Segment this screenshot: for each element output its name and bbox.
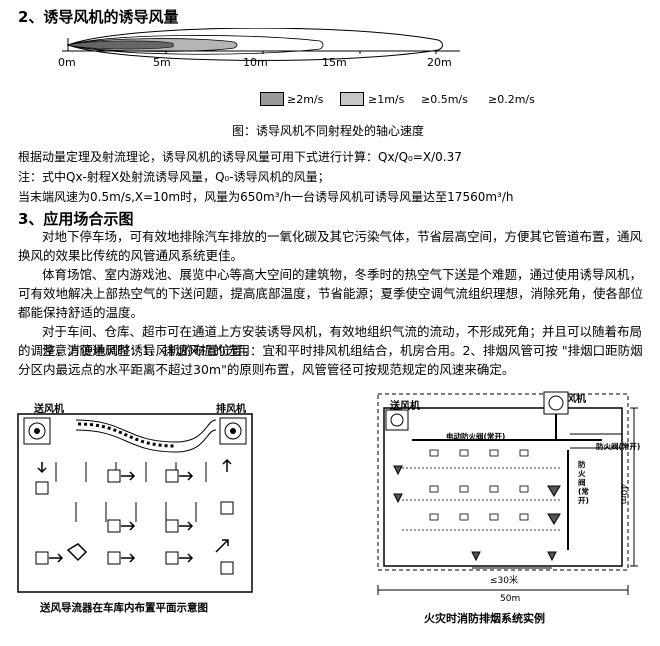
- right-exhaust-label: 排风机: [556, 394, 586, 405]
- legend-swatch-1: [340, 92, 364, 106]
- smoke-exhaust-diagram: [377, 391, 638, 595]
- legend-label-2: ≥2m/s: [287, 93, 324, 106]
- left-supply-label: 送风机: [34, 404, 64, 415]
- axis-tick-15: 15m: [322, 56, 347, 69]
- paragraph-parking: 对地下停车场，可有效地排除汽车排放的一氧化碳及其它污染气体，节省层高空间，方便其…: [18, 229, 643, 263]
- dim-width: 50m: [500, 594, 521, 604]
- dim-spacing: ≤30米: [490, 576, 518, 586]
- paragraph-fire: 注意消防通风时：1、排烟风机的选用：宜和平时排风机组结合，机房合用。2、排烟风管…: [18, 343, 643, 377]
- left-exhaust-label: 排风机: [216, 404, 246, 415]
- legend-label-02: ≥0.2m/s: [488, 93, 535, 106]
- axis-tick-5: 5m: [153, 56, 171, 69]
- axis-tick-20: 20m: [427, 56, 452, 69]
- legend-label-05: ≥0.5m/s: [421, 93, 468, 106]
- legend-swatch-2: [260, 92, 284, 106]
- formula-line: 根据动量定理及射流理论，诱导风机的诱导风量可用下式进行计算：Qx/Q₀=X/0.…: [18, 150, 462, 164]
- airflow-result: 当末端风速为0.5m/s,X=10m时，风量为650m³/h一台诱导风机可诱导风…: [18, 190, 514, 204]
- axis-tick-0: 0m: [58, 56, 76, 69]
- paragraph-stadium: 体育场馆、室内游戏池、展览中心等高大空间的建筑物，冬季时的热空气下送是个难题，通…: [18, 267, 644, 320]
- figure-caption: 图：诱导风机不同射程处的轴心速度: [232, 124, 425, 138]
- right-diagram-caption: 火灾时消防排烟系统实例: [424, 612, 545, 625]
- formula-note: 注：式中Qx-射程X处射流诱导风量，Q₀-诱导风机的风量；: [18, 170, 330, 184]
- electric-damper-label: 电动防火阀(常开): [446, 432, 506, 441]
- legend-label-1: ≥1m/s: [368, 93, 405, 106]
- garage-layout-diagram: [17, 413, 253, 593]
- dim-height: 40m: [618, 484, 628, 505]
- jet-velocity-figure: [62, 28, 460, 61]
- axis-tick-10: 10m: [243, 56, 268, 69]
- vertical-damper-label: 防火阀(常开): [578, 460, 589, 505]
- section-3-title: 3、应用场合示图: [18, 210, 134, 228]
- left-diagram-caption: 送风导流器在车库内布置平面示意图: [40, 602, 208, 614]
- right-supply-label: 送风机: [390, 401, 420, 412]
- plume-2: [67, 40, 174, 50]
- section-2-title: 2、诱导风机的诱导风量: [18, 8, 179, 26]
- fire-damper-label: 防火阀(常开): [596, 442, 641, 451]
- paragraph-workshop: 对于车间、仓库、超市可在通道上方安装诱导风机，有效地组织气流的流动，不形成死角；…: [18, 324, 643, 358]
